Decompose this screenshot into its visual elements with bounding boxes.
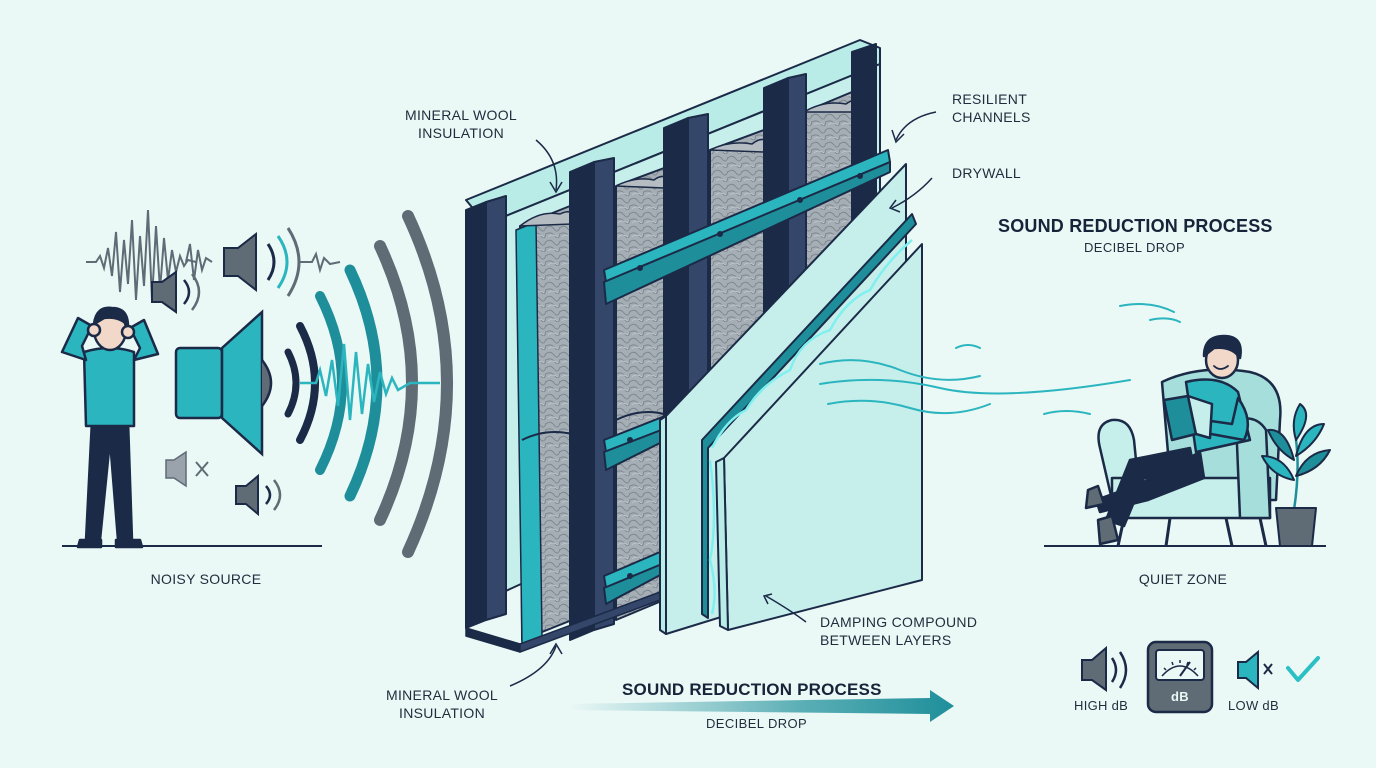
damping-compound-layer — [701, 213, 917, 619]
process-subtitle-bottom: DECIBEL DROP — [706, 716, 808, 731]
check-icon — [1286, 656, 1320, 682]
quiet-sound-waves — [819, 303, 1181, 415]
meter-unit-label: dB — [1171, 689, 1189, 704]
label-resilient-channels: RESILIENT CHANNELS — [952, 90, 1031, 126]
noise-waveform-top-right — [300, 251, 341, 274]
speaker-icon-bottom-left — [235, 473, 282, 517]
waveform-center — [300, 343, 440, 421]
leader-lines — [509, 111, 937, 687]
speaker-icon-small-left — [151, 270, 201, 314]
speaker-icon-large — [174, 309, 273, 457]
wall-assembly — [465, 39, 923, 653]
relaxed-reader-figure — [1084, 334, 1252, 546]
speaker-icon-top — [223, 227, 301, 297]
label-mineral-wool-bottom: MINERAL WOOL INSULATION — [378, 686, 506, 722]
label-low-db: LOW dB — [1228, 698, 1279, 713]
label-mineral-wool-bottom-line1: MINERAL WOOL — [386, 687, 498, 703]
label-drywall: DRYWALL — [952, 165, 1022, 181]
noise-waveform-top — [86, 209, 197, 301]
label-damping-compound-line1: DAMPING COMPOUND — [820, 614, 978, 630]
process-title-right: SOUND REDUCTION PROCESS — [998, 216, 1273, 236]
potted-plant — [1261, 403, 1331, 547]
high-db-speaker-icon — [1081, 645, 1128, 692]
stressed-person-figure — [60, 306, 160, 549]
label-damping-compound-line2: BETWEEN LAYERS — [820, 632, 952, 648]
label-mineral-wool-top-line2: INSULATION — [418, 125, 504, 141]
muted-speaker-icon-left — [165, 450, 209, 488]
label-mineral-wool-bottom-line2: INSULATION — [399, 705, 485, 721]
label-noisy-source: NOISY SOURCE — [150, 571, 262, 587]
resilient-channels — [603, 149, 891, 605]
process-title-bottom: SOUND REDUCTION PROCESS — [622, 680, 882, 699]
decibel-meter-icon — [1146, 640, 1214, 714]
low-db-muted-speaker-icon — [1237, 649, 1273, 691]
label-mineral-wool-top-line1: MINERAL WOOL — [405, 107, 517, 123]
process-arrow-bottom — [570, 690, 954, 722]
process-subtitle-right: DECIBEL DROP — [1084, 240, 1186, 255]
drywall-panel-inner — [715, 243, 923, 631]
noise-waveform-top-tail — [185, 243, 213, 281]
label-mineral-wool-top: MINERAL WOOL INSULATION — [396, 106, 526, 142]
label-high-db: HIGH dB — [1074, 698, 1129, 713]
label-quiet-zone: QUIET ZONE — [1138, 571, 1228, 587]
label-resilient-channels-line2: CHANNELS — [952, 109, 1031, 125]
label-resilient-channels-line1: RESILIENT — [952, 91, 1028, 107]
label-damping-compound: DAMPING COMPOUND BETWEEN LAYERS — [820, 613, 977, 649]
